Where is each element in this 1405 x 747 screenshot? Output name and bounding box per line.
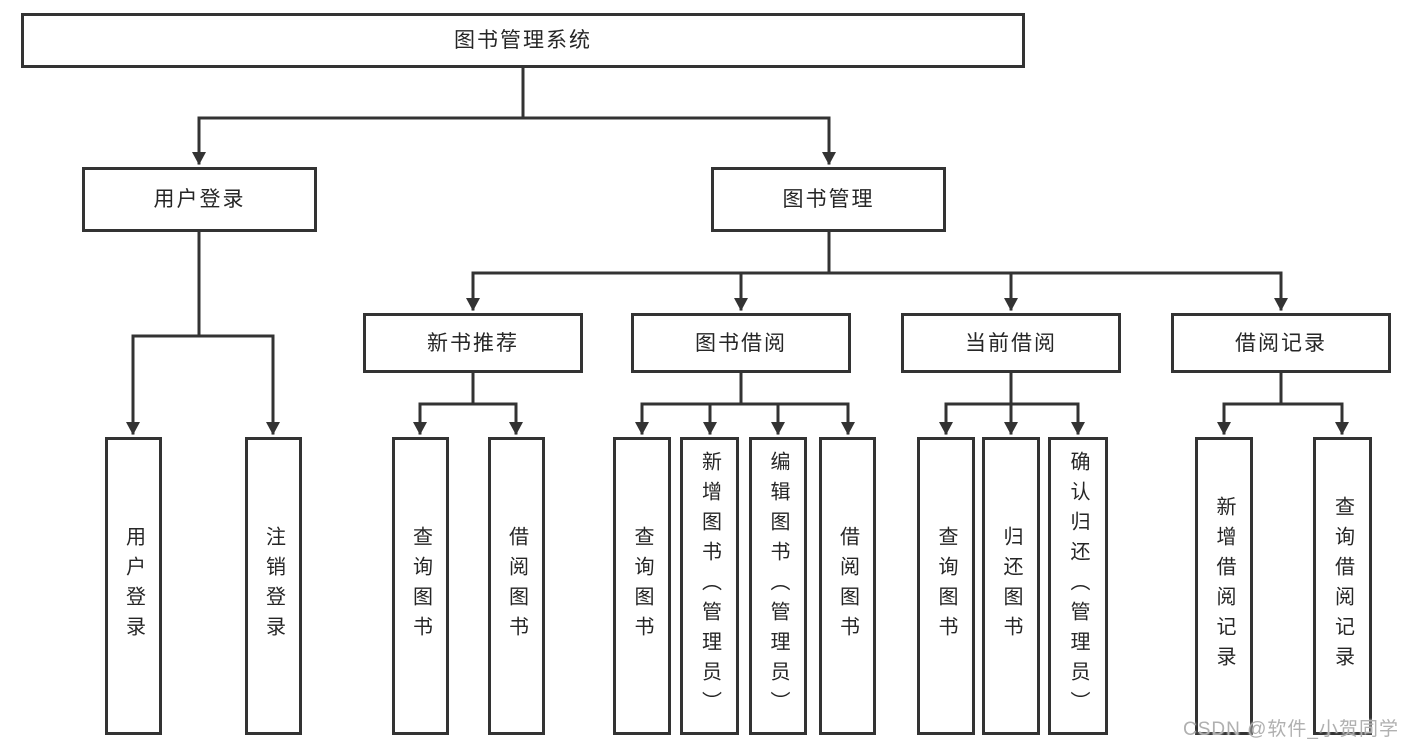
node-book-borrow-label: 图书借阅 — [695, 331, 787, 355]
leaf-add-books-admin: 新增图书（管理员） — [680, 437, 739, 735]
node-root: 图书管理系统 — [21, 13, 1025, 68]
connector-borrow-records-to-leaves — [1217, 371, 1349, 435]
connector-new-book-to-leaves — [413, 371, 523, 435]
csdn-watermark: CSDN @软件_小贺同学 — [1183, 719, 1399, 740]
leaf-label: 注销登录 — [262, 526, 285, 646]
leaf-logout: 注销登录 — [245, 437, 302, 735]
node-current-borrow-label: 当前借阅 — [965, 331, 1057, 355]
node-new-book-recommend: 新书推荐 — [363, 313, 583, 373]
leaf-label: 新增图书（管理员） — [698, 451, 721, 721]
node-root-label: 图书管理系统 — [454, 29, 592, 52]
node-current-borrow: 当前借阅 — [901, 313, 1121, 373]
leaf-label: 查询图书 — [631, 526, 653, 646]
leaf-label: 借阅图书 — [836, 526, 859, 646]
leaf-label: 查询借阅记录 — [1331, 496, 1354, 676]
connector-book-borrow-to-leaves — [635, 371, 855, 435]
leaf-confirm-return-admin: 确认归还（管理员） — [1048, 437, 1108, 735]
node-new-book-recommend-label: 新书推荐 — [427, 331, 519, 355]
node-borrow-records: 借阅记录 — [1171, 313, 1391, 373]
leaf-label: 借阅图书 — [505, 526, 528, 646]
leaf-label: 新增借阅记录 — [1213, 496, 1235, 676]
leaf-query-books-borrow: 查询图书 — [613, 437, 671, 735]
leaf-user-login: 用户登录 — [105, 437, 162, 735]
connector-book-management-to-level3 — [466, 230, 1288, 311]
leaf-edit-books-admin: 编辑图书（管理员） — [749, 437, 807, 735]
leaf-label: 查询图书 — [935, 526, 957, 646]
connector-root-to-level2 — [192, 66, 836, 165]
leaf-label: 归还图书 — [1000, 526, 1022, 646]
node-book-borrow: 图书借阅 — [631, 313, 851, 373]
leaf-label: 查询图书 — [409, 526, 432, 646]
node-book-management-label: 图书管理 — [782, 188, 875, 211]
leaf-query-books-recommend: 查询图书 — [392, 437, 449, 735]
leaf-query-borrow-record: 查询借阅记录 — [1313, 437, 1372, 735]
leaf-label: 确认归还（管理员） — [1067, 451, 1089, 721]
connector-user-login-to-leaves — [126, 230, 280, 435]
leaf-borrow-books: 借阅图书 — [819, 437, 876, 735]
leaf-label: 用户登录 — [122, 526, 145, 646]
node-book-management: 图书管理 — [711, 167, 946, 232]
node-borrow-records-label: 借阅记录 — [1235, 331, 1327, 355]
leaf-borrow-books-recommend: 借阅图书 — [488, 437, 545, 735]
leaf-add-borrow-record: 新增借阅记录 — [1195, 437, 1253, 735]
leaf-return-books: 归还图书 — [982, 437, 1040, 735]
connector-current-borrow-to-leaves — [939, 371, 1085, 435]
leaf-query-books-current: 查询图书 — [917, 437, 975, 735]
leaf-label: 编辑图书（管理员） — [767, 451, 789, 721]
node-user-login: 用户登录 — [82, 167, 317, 232]
node-user-login-label: 用户登录 — [153, 188, 246, 211]
